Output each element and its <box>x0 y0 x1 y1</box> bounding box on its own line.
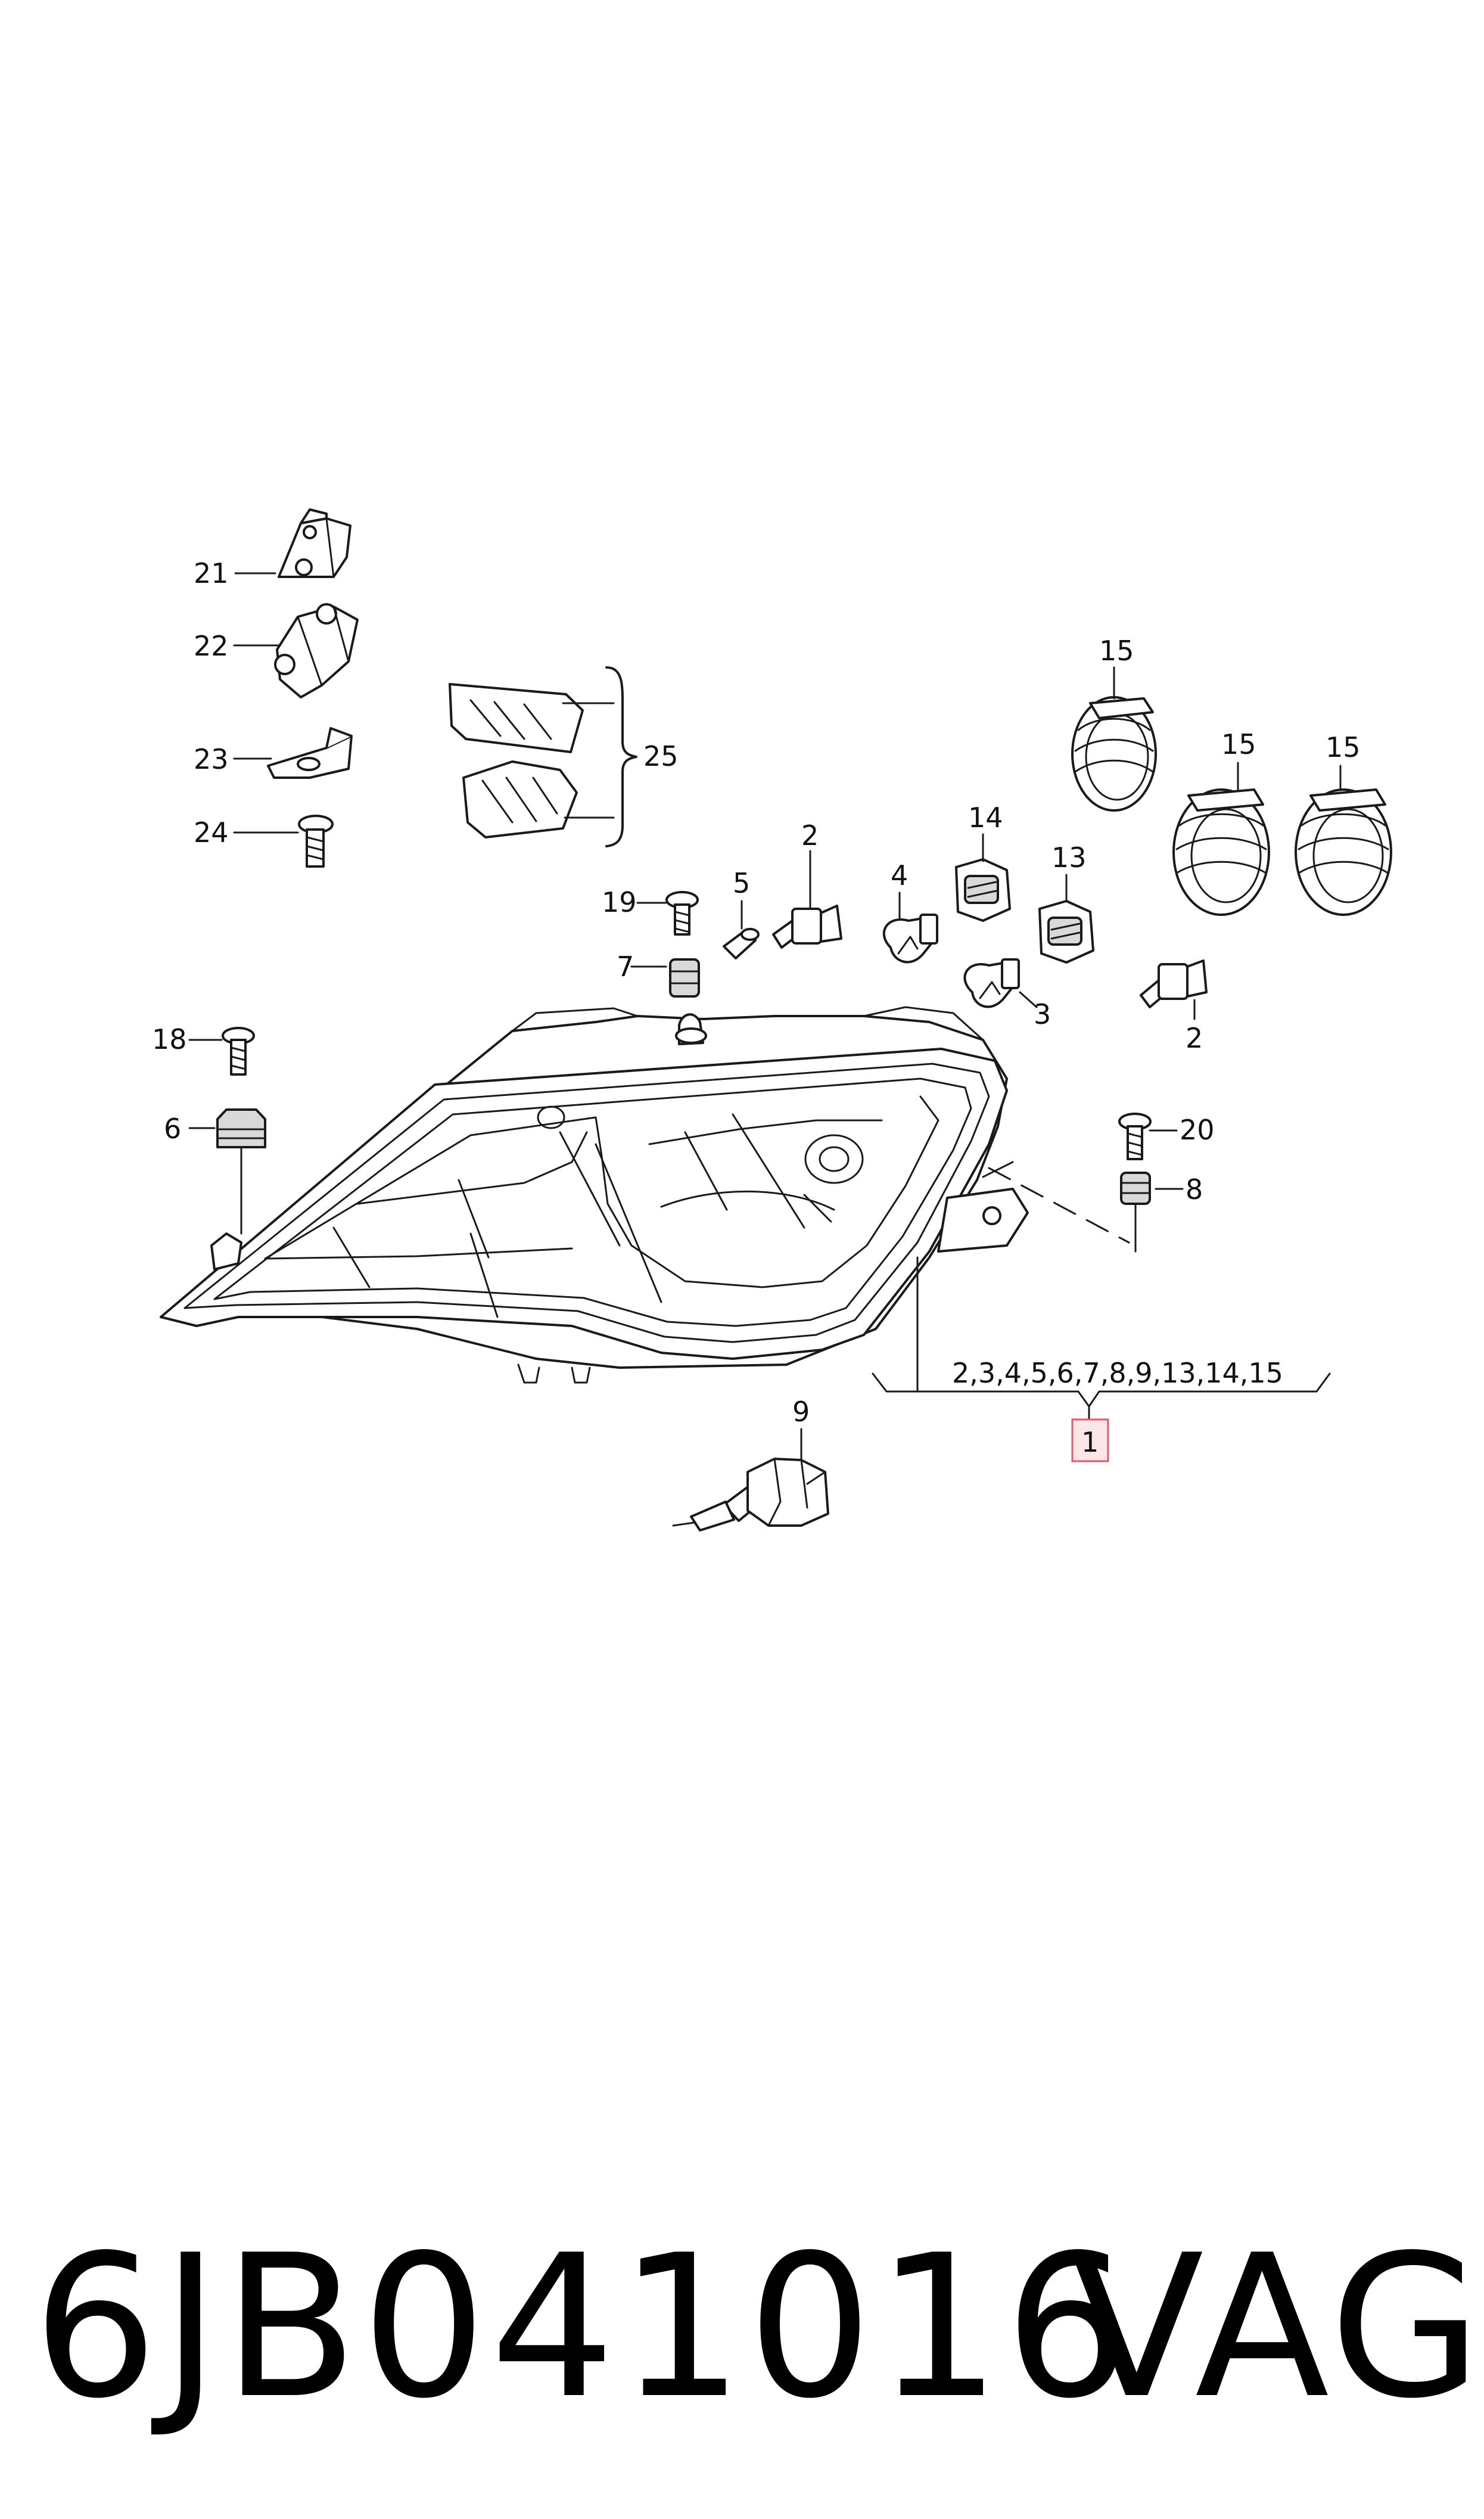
callout-19: 19 <box>602 886 637 918</box>
callout-6: 6 <box>164 1113 181 1145</box>
part-13-socket: 13 <box>1038 841 1094 964</box>
callout-7: 7 <box>617 951 634 983</box>
callout-21: 21 <box>194 557 229 589</box>
part-15-cap-a: 15 <box>1071 635 1157 812</box>
part-6-adjuster: 6 <box>164 1108 266 1148</box>
assembly-1-bracket: 2,3,4,5,6,7,8,9,13,14,15 1 <box>872 1256 1331 1462</box>
callout-18: 18 <box>152 1023 187 1055</box>
brand-label: VAG <box>1069 2213 1484 2442</box>
part-7-adjuster: 7 <box>617 951 700 998</box>
part-2-bulb-upper: 2 <box>772 819 842 949</box>
assembly-1-highlight <box>1071 1418 1109 1462</box>
headlamp-housing <box>160 1006 1130 1384</box>
part-4-bulb: 4 <box>882 859 938 964</box>
part-23-clip: 23 <box>194 727 353 779</box>
assembly-number: 1 <box>1081 1426 1099 1458</box>
callout-2-lower: 2 <box>1186 1022 1203 1054</box>
part-15-cap-c: 15 <box>1295 731 1392 916</box>
part-9-bulb: 9 <box>672 1396 829 1532</box>
callout-14: 14 <box>968 802 1003 834</box>
part-25-glass-pair: 25 <box>449 666 679 847</box>
part-19-screw: 19 <box>602 886 699 936</box>
part-24-screw: 24 <box>194 815 334 868</box>
callout-4: 4 <box>891 859 908 892</box>
assembly-contents: 2,3,4,5,6,7,8,9,13,14,15 <box>952 1357 1283 1389</box>
callout-9: 9 <box>792 1396 810 1428</box>
part-5-bulb: 5 <box>723 867 760 959</box>
callout-15-c: 15 <box>1326 731 1361 763</box>
callout-15-b: 15 <box>1221 728 1256 760</box>
part-8-adjuster: 8 <box>1120 1172 1203 1253</box>
part-number-label: 6JB041016 <box>33 2213 1134 2442</box>
part-14-socket: 14 <box>955 802 1011 922</box>
callout-13: 13 <box>1051 841 1087 874</box>
part-21-bracket: 21 <box>194 508 351 589</box>
part-3-bulb: 3 <box>963 958 1051 1030</box>
callout-23: 23 <box>194 743 229 775</box>
part-18-screw: 18 <box>152 1023 255 1076</box>
callout-20: 20 <box>1180 1114 1215 1146</box>
part-2-bulb-lower: 2 <box>1140 959 1208 1054</box>
callout-3: 3 <box>1034 998 1051 1030</box>
part-22-bracket: 22 <box>194 603 359 698</box>
part-20-screw: 20 <box>1118 1113 1215 1160</box>
callout-22: 22 <box>194 630 229 662</box>
callout-25: 25 <box>643 740 679 772</box>
callout-15-a: 15 <box>1099 635 1134 667</box>
callout-5: 5 <box>733 867 750 899</box>
callout-2-upper: 2 <box>801 819 819 852</box>
part-15-cap-b: 15 <box>1172 728 1270 916</box>
callout-8: 8 <box>1186 1173 1203 1206</box>
callout-24: 24 <box>194 816 229 849</box>
